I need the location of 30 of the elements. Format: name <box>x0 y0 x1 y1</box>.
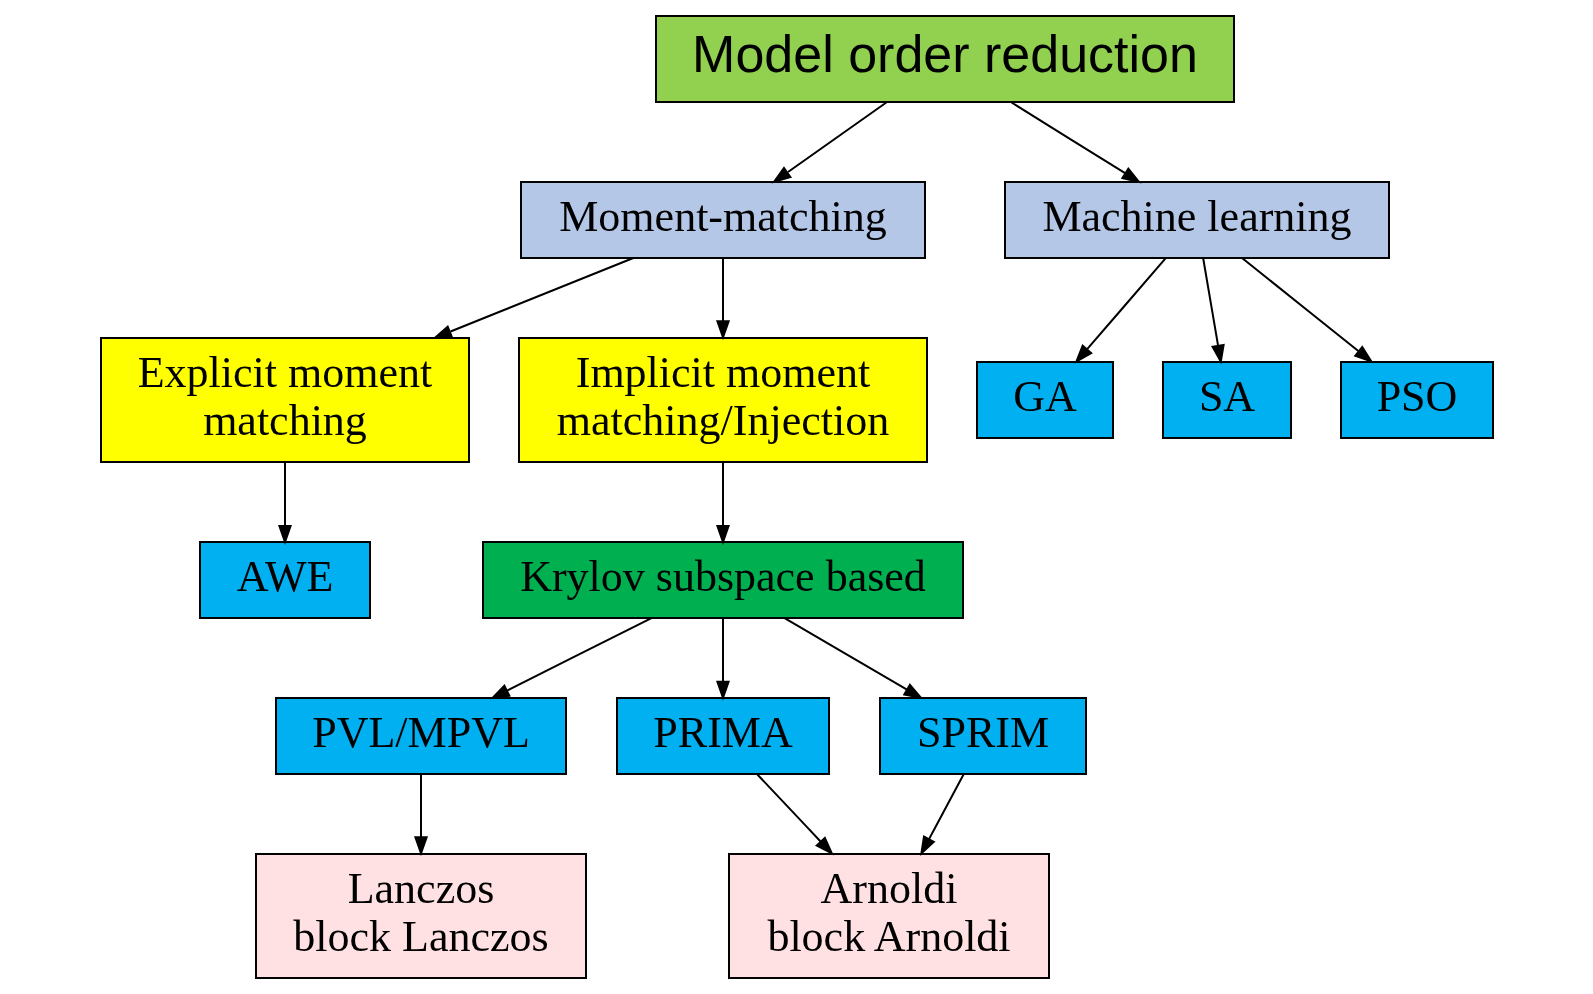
node-box: SA <box>1161 361 1292 439</box>
node-box: Machine learning <box>1003 181 1390 259</box>
node-box: Explicit moment matching <box>99 337 470 463</box>
arrow <box>715 257 730 341</box>
arrow <box>489 617 652 700</box>
node-box: SPRIM <box>878 697 1087 775</box>
node-box: PSO <box>1339 361 1494 439</box>
arrow <box>1009 101 1141 184</box>
arrow <box>715 461 730 545</box>
node-box: GA <box>975 361 1114 439</box>
arrow <box>277 461 292 545</box>
node-box: Arnoldi block Arnoldi <box>727 853 1050 979</box>
arrow <box>1074 257 1166 364</box>
arrow <box>755 773 834 856</box>
arrow <box>1201 257 1225 365</box>
arrow <box>715 617 730 701</box>
arrow <box>771 101 888 184</box>
node-box: Moment-matching <box>519 181 926 259</box>
arrow <box>413 773 428 857</box>
node-box: Model order reduction <box>654 15 1235 103</box>
arrow <box>1240 257 1374 364</box>
node-box: Krylov subspace based <box>481 541 964 619</box>
arrow <box>919 773 964 856</box>
node-box: AWE <box>198 541 371 619</box>
arrow <box>783 617 924 700</box>
node-box: PVL/MPVL <box>274 697 567 775</box>
node-box: Lanczos block Lanczos <box>254 853 587 979</box>
node-box: Implicit moment matching/Injection <box>517 337 928 463</box>
arrow <box>431 257 634 339</box>
node-box: PRIMA <box>615 697 830 775</box>
